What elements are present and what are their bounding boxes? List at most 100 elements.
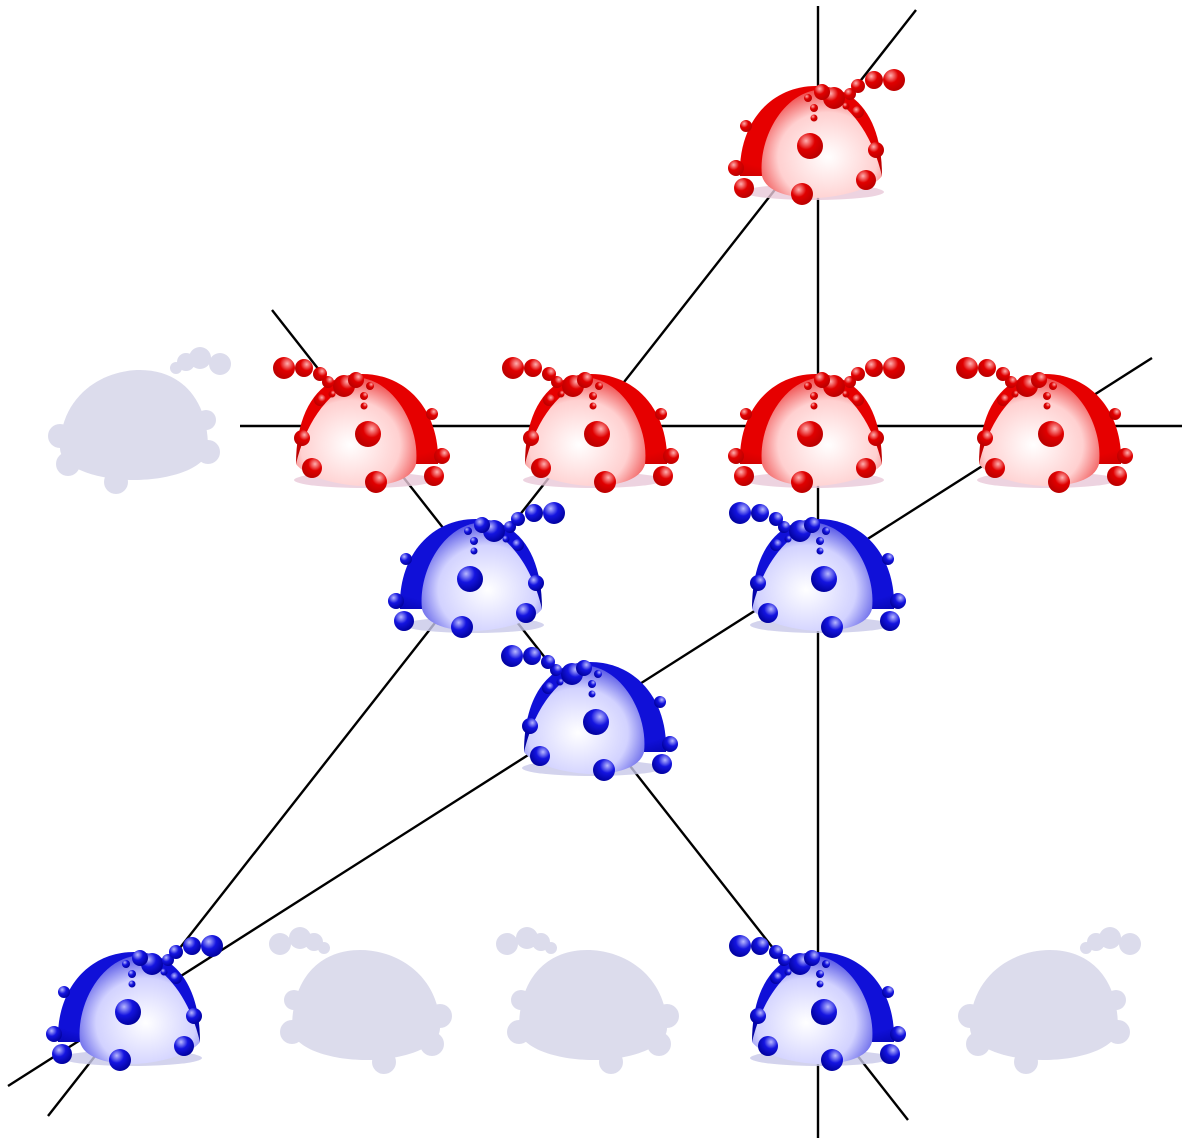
bead-icon — [52, 1044, 72, 1064]
bead-icon — [366, 382, 374, 390]
bead-icon — [852, 106, 864, 118]
bead-icon — [784, 968, 792, 976]
bead-icon — [728, 160, 744, 176]
bead-icon — [512, 539, 524, 551]
bead-icon — [464, 527, 472, 535]
bead-icon — [186, 1008, 202, 1024]
bead-icon — [856, 170, 876, 190]
bead-icon — [360, 402, 368, 410]
bead-icon — [511, 512, 525, 526]
bead-icon — [996, 367, 1010, 381]
bead-icon — [594, 471, 616, 493]
bead-icon — [542, 367, 556, 381]
bead-icon — [394, 611, 414, 631]
bead-icon — [868, 430, 884, 446]
bead-icon — [997, 394, 1009, 406]
bead-icon — [577, 372, 593, 388]
bead-icon — [541, 655, 555, 669]
bead-icon — [856, 458, 876, 478]
bead-icon — [583, 709, 609, 735]
bead-icon — [655, 408, 667, 420]
ladybug-blue-bottom-b — [729, 935, 906, 1071]
bead-icon — [115, 999, 141, 1025]
bead-icon — [814, 84, 830, 100]
bead-icon — [728, 448, 744, 464]
bead-icon — [501, 645, 523, 667]
ladybug-ghost-bottom-c — [958, 927, 1141, 1074]
bead-icon — [882, 986, 894, 998]
bead-icon — [769, 945, 783, 959]
bead-icon — [162, 954, 174, 966]
bead-icon — [865, 359, 883, 377]
bead-icon — [360, 392, 368, 400]
bead-icon — [589, 402, 597, 410]
bead-icon — [810, 402, 818, 410]
bead-icon — [654, 696, 666, 708]
bead-icon — [821, 616, 843, 638]
bead-icon — [822, 527, 830, 535]
bead-icon — [751, 504, 769, 522]
bead-icon — [880, 611, 900, 631]
bead-icon — [851, 79, 865, 93]
bead-icon — [273, 357, 295, 379]
bead-icon — [810, 104, 818, 112]
bead-icon — [355, 421, 381, 447]
bead-icon — [294, 430, 310, 446]
bead-icon — [550, 664, 562, 676]
bead-icon — [523, 430, 539, 446]
bead-icon — [122, 960, 130, 968]
bead-icon — [516, 603, 536, 623]
bead-icon — [557, 390, 565, 398]
bead-icon — [528, 575, 544, 591]
ladybug-ghost-bottom-b — [496, 927, 679, 1074]
bead-icon — [400, 553, 412, 565]
bead-icon — [956, 357, 978, 379]
bead-icon — [584, 421, 610, 447]
bead-icon — [985, 458, 1005, 478]
bead-icon — [543, 502, 565, 524]
bead-icon — [160, 968, 168, 976]
ladybug-red-row1-a — [273, 357, 450, 493]
bead-icon — [750, 575, 766, 591]
bead-icon — [502, 357, 524, 379]
bead-icon — [426, 408, 438, 420]
bead-icon — [734, 178, 754, 198]
bead-icon — [388, 593, 404, 609]
bead-icon — [750, 1008, 766, 1024]
bead-icon — [132, 950, 148, 966]
bead-icon — [880, 1044, 900, 1064]
bead-icon — [424, 466, 444, 486]
ladybug-blue-mid-a — [388, 502, 565, 638]
bead-icon — [1049, 382, 1057, 390]
bead-icon — [890, 1026, 906, 1042]
bead-icon — [842, 102, 850, 110]
bead-icon — [1031, 372, 1047, 388]
bead-icon — [128, 970, 136, 978]
bead-icon — [852, 394, 864, 406]
bead-icon — [810, 392, 818, 400]
bead-icon — [804, 382, 812, 390]
bead-icon — [804, 94, 812, 102]
bead-icon — [729, 935, 751, 957]
bead-icon — [302, 458, 322, 478]
bead-icon — [313, 367, 327, 381]
bead-icon — [170, 972, 182, 984]
bead-icon — [751, 937, 769, 955]
bead-icon — [542, 682, 554, 694]
bead-icon — [883, 69, 905, 91]
bead-icon — [109, 1049, 131, 1071]
bead-icon — [770, 539, 782, 551]
bead-icon — [842, 390, 850, 398]
bead-icon — [434, 448, 450, 464]
bead-icon — [525, 504, 543, 522]
bead-icon — [868, 142, 884, 158]
bead-icon — [174, 1036, 194, 1056]
bead-icon — [588, 690, 596, 698]
bead-icon — [804, 517, 820, 533]
bead-icon — [791, 183, 813, 205]
bead-icon — [1048, 471, 1070, 493]
bead-icon — [594, 670, 602, 678]
bead-icon — [504, 521, 516, 533]
bead-icon — [734, 466, 754, 486]
bead-icon — [778, 521, 790, 533]
